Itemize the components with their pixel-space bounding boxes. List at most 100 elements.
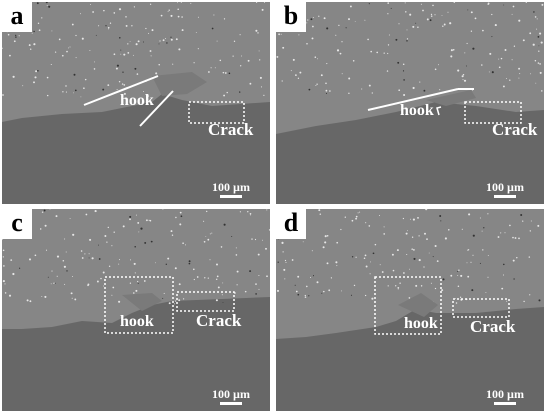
- particle-speck: [94, 210, 97, 213]
- particle-speck: [209, 259, 211, 261]
- particle-speck: [466, 42, 468, 45]
- particle-speck: [295, 74, 297, 76]
- hook-box: [374, 276, 442, 335]
- particle-speck: [268, 229, 270, 231]
- particle-speck: [418, 259, 421, 262]
- particle-speck: [336, 241, 339, 244]
- particle-speck: [370, 261, 371, 263]
- particle-speck: [232, 55, 234, 57]
- particle-speck: [239, 211, 241, 213]
- crack-label: Crack: [196, 311, 242, 330]
- particle-speck: [149, 219, 152, 222]
- particle-speck: [481, 64, 483, 66]
- particle-speck: [2, 249, 5, 252]
- particle-speck: [355, 215, 358, 218]
- particle-speck: [310, 18, 313, 21]
- particle-speck: [61, 54, 64, 57]
- particle-speck: [529, 294, 531, 296]
- particle-speck: [468, 213, 471, 216]
- scale-bar-group: 100 µm: [206, 387, 256, 405]
- particle-speck: [376, 51, 379, 54]
- particle-speck: [30, 48, 32, 50]
- particle-speck: [467, 275, 470, 278]
- particle-speck: [464, 52, 466, 54]
- particle-speck: [518, 237, 520, 240]
- particle-speck: [70, 292, 73, 295]
- particle-speck: [28, 258, 32, 261]
- particle-speck: [147, 95, 149, 97]
- particle-speck: [370, 50, 372, 53]
- particle-speck: [170, 14, 173, 17]
- particle-speck: [530, 220, 532, 222]
- particle-speck: [372, 252, 375, 255]
- particle-speck: [193, 62, 195, 64]
- particle-speck: [387, 52, 389, 55]
- particle-speck: [98, 25, 100, 27]
- particle-speck: [33, 43, 36, 46]
- particle-speck: [207, 238, 210, 241]
- particle-speck: [89, 238, 92, 241]
- particle-speck: [210, 67, 212, 69]
- particle-speck: [348, 18, 350, 21]
- particle-speck: [522, 220, 524, 222]
- particle-speck: [111, 294, 113, 296]
- particle-speck: [518, 77, 520, 79]
- particle-speck: [324, 235, 327, 238]
- panel-letter: d: [276, 209, 306, 239]
- particle-speck: [72, 276, 73, 277]
- particle-speck: [457, 271, 459, 272]
- scale-bar-label: 100 µm: [212, 387, 250, 401]
- crack-label: Crack: [470, 317, 516, 336]
- particle-speck: [529, 32, 532, 35]
- particle-speck: [129, 40, 131, 42]
- particle-speck: [453, 2, 456, 4]
- particle-speck: [62, 259, 65, 262]
- particle-speck: [417, 216, 419, 219]
- particle-speck: [104, 235, 107, 237]
- particle-speck: [151, 29, 154, 32]
- crack-box: [176, 291, 235, 312]
- particle-speck: [487, 3, 489, 6]
- particle-speck: [411, 248, 413, 250]
- particle-speck: [426, 238, 428, 240]
- particle-speck: [481, 230, 483, 232]
- particle-speck: [51, 270, 53, 272]
- particle-speck: [255, 2, 258, 3]
- particle-speck: [340, 228, 342, 231]
- particle-speck: [443, 23, 446, 26]
- particle-speck: [28, 44, 31, 47]
- scale-bar-group: 100 µm: [206, 180, 256, 198]
- hook-box: [104, 276, 174, 334]
- particle-speck: [165, 38, 166, 39]
- particle-speck: [51, 30, 53, 32]
- particle-speck: [137, 40, 140, 43]
- particle-speck: [403, 272, 405, 274]
- particle-speck: [302, 241, 304, 243]
- particle-speck: [532, 43, 535, 46]
- particle-speck: [135, 214, 137, 216]
- particle-speck: [105, 25, 107, 27]
- particle-speck: [447, 11, 449, 13]
- particle-speck: [181, 16, 183, 18]
- particle-speck: [188, 262, 191, 265]
- particle-speck: [523, 300, 525, 303]
- particle-speck: [325, 89, 328, 92]
- particle-speck: [182, 242, 184, 244]
- particle-speck: [206, 210, 208, 213]
- particle-speck: [140, 227, 143, 230]
- particle-speck: [348, 77, 351, 80]
- particle-speck: [37, 22, 40, 25]
- particle-speck: [350, 294, 353, 296]
- particle-speck: [93, 68, 96, 70]
- particle-speck: [239, 34, 241, 36]
- particle-speck: [135, 43, 138, 46]
- particle-speck: [276, 55, 279, 58]
- particle-speck: [50, 283, 52, 285]
- particle-speck: [102, 88, 105, 91]
- particle-speck: [349, 5, 352, 8]
- particle-speck: [138, 231, 140, 233]
- particle-speck: [397, 286, 400, 289]
- particle-speck: [113, 53, 116, 56]
- particle-speck: [88, 253, 90, 255]
- particle-speck: [537, 224, 540, 227]
